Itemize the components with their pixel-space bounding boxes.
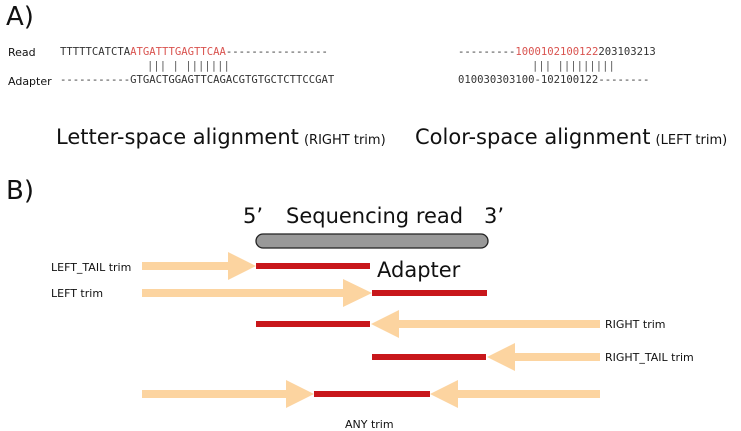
color-adapter-sequence: 010030303100-102100122-------- <box>458 74 650 86</box>
letter-read-match: ATGATTTGAGTTCAA <box>130 46 226 58</box>
left-tail-trim-label: LEFT_TAIL trim <box>51 261 132 274</box>
any-right-arrow <box>430 380 600 408</box>
letter-read-post: ---------------- <box>225 46 328 58</box>
right-arrow <box>371 310 600 338</box>
any-adapter-bar <box>314 391 430 397</box>
left-trim-label: LEFT trim <box>51 287 104 300</box>
adapter-row-label: Adapter <box>8 75 52 88</box>
left-arrow <box>142 279 372 307</box>
adapter-label: Adapter <box>377 258 461 282</box>
color-read-sequence: ---------1000102100122203103213 <box>458 46 656 58</box>
letter-read-sequence: TTTTTCATCTAATGATTTGAGTTCAA--------------… <box>60 46 328 58</box>
three-prime-label: 3’ <box>484 204 505 228</box>
right-trim-label: RIGHT trim <box>605 318 666 331</box>
right-adapter-bar <box>256 321 370 327</box>
sequencing-read-bar <box>255 233 489 249</box>
caption-color-space: Color-space alignment (LEFT trim) <box>415 125 727 149</box>
color-read-pre: --------- <box>458 46 516 58</box>
caption-letter-main: Letter-space alignment <box>56 125 299 149</box>
panel-b-label: B) <box>6 176 34 206</box>
color-read-post: 203103213 <box>598 46 656 58</box>
right-tail-trim-label: RIGHT_TAIL trim <box>605 351 694 364</box>
left-tail-arrow <box>142 252 256 280</box>
letter-adapter-sequence: -----------GTGACTGGAGTTCAGACGTGTGCTCTTCC… <box>60 74 335 86</box>
letter-read-pre: TTTTTCATCTA <box>60 46 131 58</box>
color-match-bars: ||| ||||||||| <box>532 60 615 72</box>
panel-a-label: A) <box>6 2 34 32</box>
read-row-label: Read <box>8 46 36 59</box>
caption-letter-space: Letter-space alignment (RIGHT trim) <box>56 125 386 149</box>
left-tail-adapter-bar <box>256 263 370 269</box>
any-left-arrow <box>142 380 314 408</box>
five-prime-label: 5’ <box>243 204 264 228</box>
right-tail-arrow <box>487 343 600 371</box>
sequencing-read-label: Sequencing read <box>286 204 464 228</box>
caption-letter-sub: (RIGHT trim) <box>303 133 386 148</box>
any-trim-label: ANY trim <box>345 418 394 431</box>
caption-color-main: Color-space alignment <box>415 125 651 149</box>
color-read-match: 1000102100122 <box>515 46 599 58</box>
right-tail-adapter-bar <box>372 354 486 360</box>
letter-match-bars: ||| | ||||||| <box>147 60 230 72</box>
caption-color-sub: (LEFT trim) <box>655 133 728 148</box>
left-adapter-bar <box>372 290 487 296</box>
